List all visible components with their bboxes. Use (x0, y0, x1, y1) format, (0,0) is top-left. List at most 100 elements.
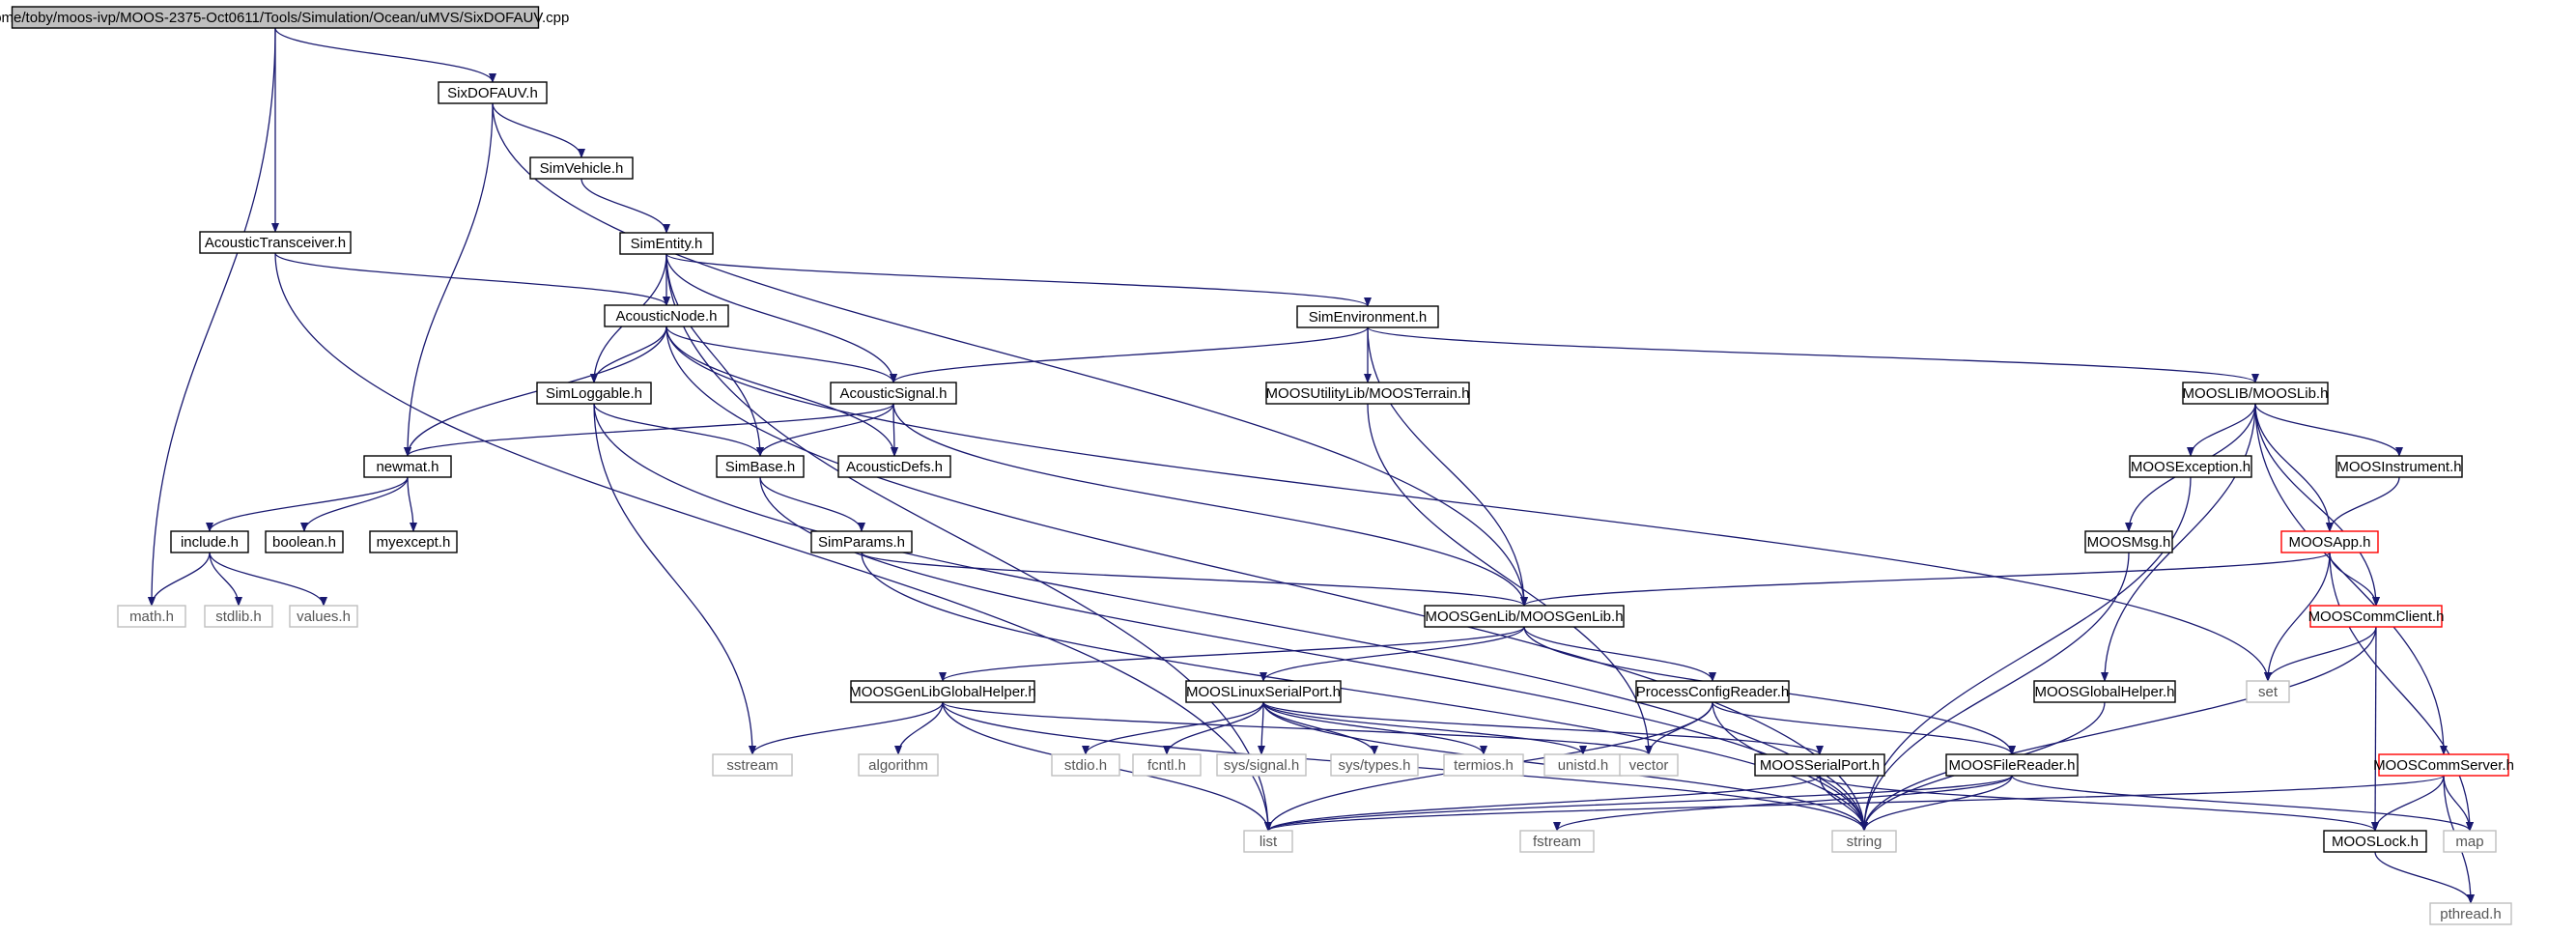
node-label-mooslinuxserialport: MOOSLinuxSerialPort.h (1186, 684, 1341, 700)
node-label-sstream: sstream (726, 757, 778, 774)
node-box-sixdofauv (438, 81, 548, 104)
node-label-unistd: unistd.h (1558, 757, 1609, 774)
edge-mooslinuxserialport-to-moosserialport (1262, 701, 1824, 755)
edge-acousticnode-to-simloggable (590, 326, 667, 383)
node-simenvironment[interactable]: SimEnvironment.h (1296, 305, 1439, 328)
node-values: values.h (289, 605, 358, 628)
node-box-moosfilereader (1945, 753, 2079, 777)
edge-acousticnode-to-acousticsignal (665, 326, 897, 383)
node-acousticdefs[interactable]: AcousticDefs.h (837, 455, 951, 478)
node-acousticnode[interactable]: AcousticNode.h (604, 304, 729, 327)
node-moosglobalhelper[interactable]: MOOSGlobalHelper.h (2033, 680, 2176, 703)
node-simvehicle[interactable]: SimVehicle.h (529, 156, 634, 180)
node-moosgenlibglobalhelper[interactable]: MOOSGenLibGlobalHelper.h (849, 680, 1036, 703)
edge-mooslinuxserialport-to-termios (1262, 701, 1487, 755)
node-syssignal: sys/signal.h (1216, 753, 1307, 777)
node-mooslib[interactable]: MOOSLIB/MOOSLib.h (2182, 382, 2329, 405)
edge-moosapp-to-mooscommclient (2329, 552, 2380, 607)
node-moosexception[interactable]: MOOSException.h (2129, 455, 2252, 478)
edge-simentity-to-list (665, 253, 1272, 832)
node-moosserialport[interactable]: MOOSSerialPort.h (1754, 753, 1885, 777)
edge-mooslinuxserialport-to-systypes (1262, 701, 1378, 755)
node-moosapp[interactable]: MOOSApp.h (2280, 530, 2379, 553)
edge-simenvironment-to-moosgenlib (1367, 326, 1528, 607)
node-vector: vector (1619, 753, 1679, 777)
node-box-termios (1443, 753, 1524, 777)
edge-mooscommclient-to-set (2264, 626, 2377, 682)
node-label-moosexception: MOOSException.h (2131, 459, 2250, 475)
node-box-simvehicle (529, 156, 634, 180)
edge-acousticnode-to-string (665, 326, 1868, 832)
node-box-moosexception (2129, 455, 2252, 478)
node-newmat[interactable]: newmat.h (363, 455, 452, 478)
node-box-mooslinuxserialport (1185, 680, 1342, 703)
edge-moosgenlib-to-processconfigreader (1523, 626, 1716, 682)
edge-newmat-to-boolean (300, 476, 409, 532)
node-root[interactable]: /home/toby/moos-ivp/MOOS-2375-Oct0611/To… (0, 6, 569, 29)
node-simbase[interactable]: SimBase.h (716, 455, 805, 478)
node-box-boolean (265, 530, 344, 553)
node-mooscommclient[interactable]: MOOSCommClient.h (2308, 605, 2445, 628)
node-box-mooscommserver (2378, 753, 2509, 777)
node-box-acousticdefs (837, 455, 951, 478)
node-moosmsg[interactable]: MOOSMsg.h (2084, 530, 2173, 553)
edge-include-to-mathh (148, 552, 211, 607)
node-mooscommserver[interactable]: MOOSCommServer.h (2373, 753, 2514, 777)
edge-moosinstrument-to-moosapp (2326, 476, 2400, 532)
node-label-moosinstrument: MOOSInstrument.h (2336, 459, 2461, 475)
node-label-myexcept: myexcept.h (377, 534, 451, 551)
edge-simvehicle-to-simentity (580, 178, 670, 234)
edge-moosapp-to-moosgenlib (1520, 552, 2331, 607)
node-label-moosmsg: MOOSMsg.h (2087, 534, 2171, 551)
node-simparams[interactable]: SimParams.h (810, 530, 913, 553)
node-fcntl: fcntl.h (1132, 753, 1202, 777)
edge-simbase-to-string (759, 476, 1868, 832)
node-acousticsignal[interactable]: AcousticSignal.h (830, 382, 957, 405)
edge-moosgenlib-to-moosgenlibglobalhelper (939, 626, 1525, 682)
edge-mooscommserver-to-list (1264, 775, 2445, 832)
edge-acousticsignal-to-acousticdefs (890, 403, 898, 457)
node-simloggable[interactable]: SimLoggable.h (536, 382, 652, 405)
node-algorithm: algorithm (858, 753, 939, 777)
edge-simenvironment-to-acousticsignal (890, 326, 1369, 383)
node-sstream: sstream (712, 753, 793, 777)
node-box-moosserialport (1754, 753, 1885, 777)
edge-simentity-to-simbase (665, 253, 764, 457)
node-label-acousticdefs: AcousticDefs.h (846, 459, 943, 475)
node-mooslinuxserialport[interactable]: MOOSLinuxSerialPort.h (1185, 680, 1342, 703)
node-stdio: stdio.h (1051, 753, 1120, 777)
node-box-mooslock (2323, 830, 2427, 853)
node-sixdofauv[interactable]: SixDOFAUV.h (438, 81, 548, 104)
edge-moosapp-to-set (2264, 552, 2331, 682)
edge-sixdofauv-to-simvehicle (492, 102, 585, 158)
node-label-mooslock: MOOSLock.h (2332, 834, 2419, 850)
node-label-mathh: math.h (129, 609, 174, 625)
edge-moosfilereader-to-map (2011, 775, 2474, 832)
edge-simloggable-to-simbase (593, 403, 764, 457)
node-simentity[interactable]: SimEntity.h (619, 232, 714, 255)
node-box-systypes (1330, 753, 1419, 777)
node-label-list: list (1260, 834, 1278, 850)
node-label-stdlib: stdlib.h (215, 609, 262, 625)
node-acoustictransceiver[interactable]: AcousticTransceiver.h (199, 231, 352, 254)
node-box-simparams (810, 530, 913, 553)
node-include[interactable]: include.h (170, 530, 249, 553)
node-label-simvehicle: SimVehicle.h (540, 160, 624, 177)
node-box-moosapp (2280, 530, 2379, 553)
node-label-string: string (1847, 834, 1882, 850)
node-moosinstrument[interactable]: MOOSInstrument.h (2335, 455, 2463, 478)
edge-root-to-sixdofauv (274, 27, 496, 83)
node-map: map (2443, 830, 2497, 853)
node-myexcept[interactable]: myexcept.h (369, 530, 458, 553)
edge-moosfilereader-to-fstream (1553, 775, 2013, 832)
node-mooslock[interactable]: MOOSLock.h (2323, 830, 2427, 853)
edge-mooslib-to-moosglobalhelper (2101, 403, 2256, 682)
edge-acousticsignal-to-simbase (756, 403, 894, 457)
edge-mooslock-to-pthread (2374, 851, 2475, 904)
node-moosterrain[interactable]: MOOSUtilityLib/MOOSTerrain.h (1265, 382, 1470, 405)
node-unistd: unistd.h (1543, 753, 1623, 777)
node-boolean[interactable]: boolean.h (265, 530, 344, 553)
node-moosfilereader[interactable]: MOOSFileReader.h (1945, 753, 2079, 777)
node-processconfigreader[interactable]: ProcessConfigReader.h (1635, 680, 1790, 703)
node-moosgenlib[interactable]: MOOSGenLib/MOOSGenLib.h (1424, 605, 1625, 628)
